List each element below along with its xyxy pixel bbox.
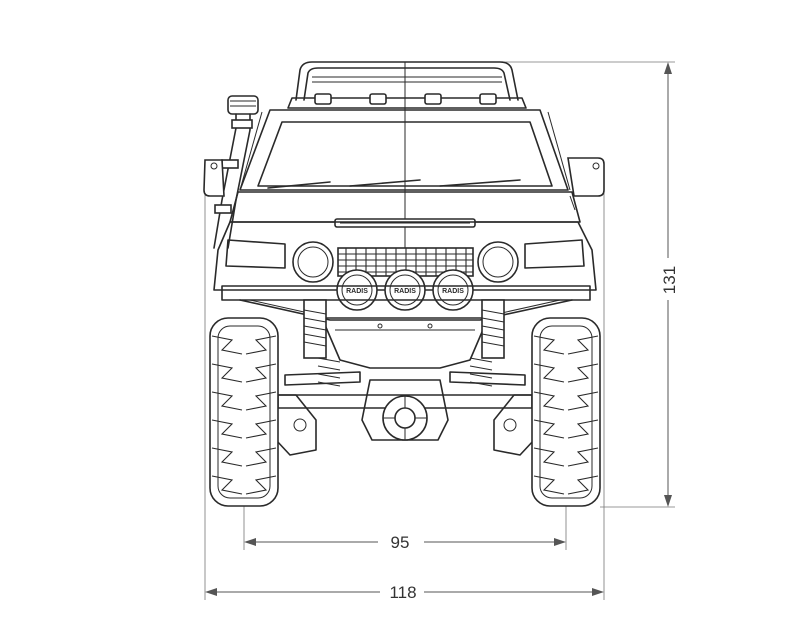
svg-text:RADIS: RADIS	[394, 288, 416, 295]
left-coil	[317, 357, 341, 387]
dimension-track-width: 95	[243, 505, 567, 552]
dimension-overall-width: 118	[204, 170, 605, 602]
right-coil	[469, 357, 493, 387]
aux-light-bar: RADIS RADIS RADIS	[336, 269, 474, 311]
height-label: 131	[660, 266, 679, 294]
svg-text:RADIS: RADIS	[346, 288, 368, 295]
left-wheel	[209, 317, 279, 507]
right-wheel	[531, 317, 601, 507]
snorkel	[213, 95, 259, 249]
cab	[239, 109, 571, 191]
aux-light-1: RADIS	[336, 269, 378, 311]
right-shock	[481, 299, 505, 359]
skid-plate	[321, 317, 489, 369]
track-width-label: 95	[391, 533, 410, 552]
aux-light-3: RADIS	[432, 269, 474, 311]
left-knuckle	[275, 394, 317, 456]
hood	[229, 191, 581, 228]
left-mirror	[203, 159, 225, 197]
roof-rack	[287, 61, 527, 109]
left-shock	[303, 299, 327, 359]
bumper	[221, 285, 591, 321]
right-knuckle	[493, 394, 535, 456]
right-mirror	[567, 157, 605, 211]
aux-light-2: RADIS	[384, 269, 426, 311]
front-fascia	[213, 221, 597, 291]
overall-width-label: 118	[389, 583, 416, 602]
svg-text:RADIS: RADIS	[442, 288, 464, 295]
dimension-height: 131	[500, 61, 679, 508]
